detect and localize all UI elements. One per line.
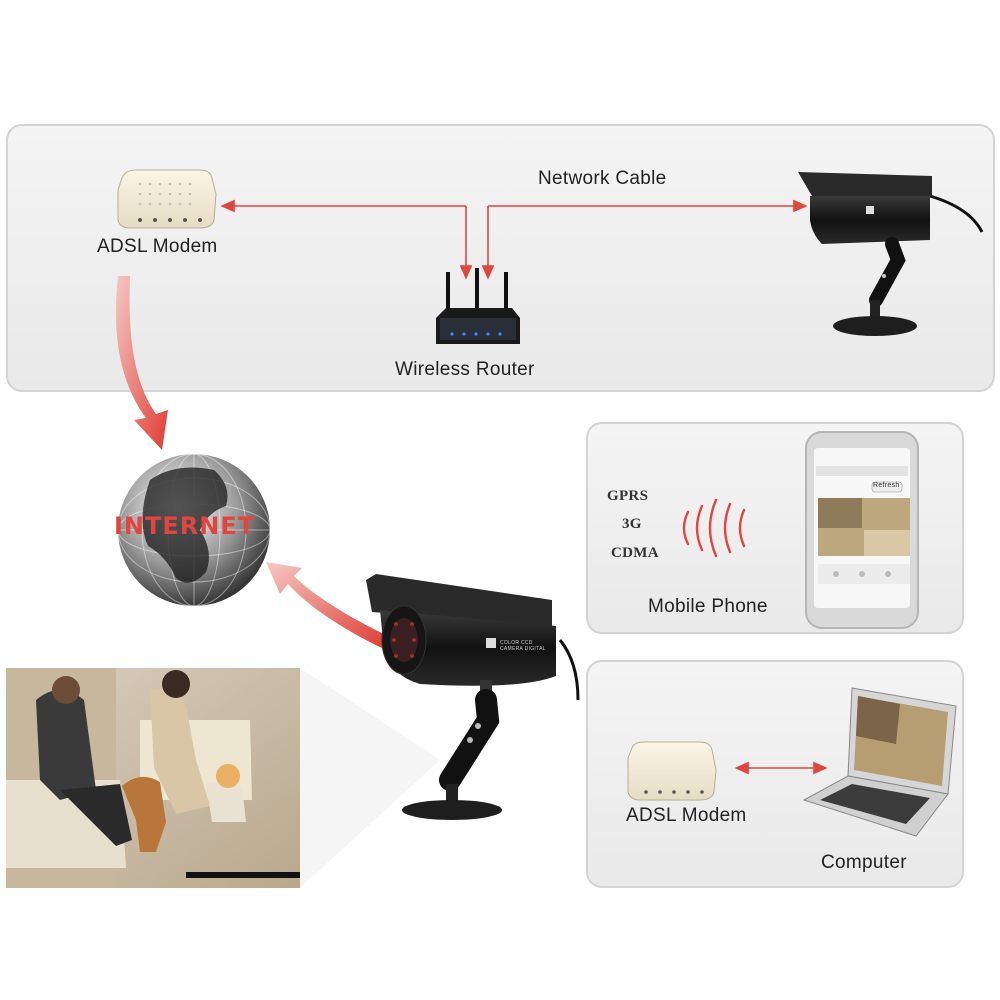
top-panel xyxy=(6,124,995,392)
camera-brand-text: COLOR CCD CAMERA DIGITAL xyxy=(500,640,546,652)
adsl-modem-icon-2 xyxy=(627,741,717,801)
camera-to-internet-arrow xyxy=(266,562,388,648)
network-cable-lines xyxy=(220,199,808,280)
living-room-photo xyxy=(6,668,300,888)
phone-refresh-button: Refresh xyxy=(873,482,900,489)
main-camera-icon xyxy=(366,574,580,820)
mobile-phone-label: Mobile Phone xyxy=(648,596,768,617)
wireless-router-icon xyxy=(436,268,520,344)
computer-label: Computer xyxy=(821,852,907,873)
adsl-modem-label-2: ADSL Modem xyxy=(626,805,747,826)
laptop-computer-icon xyxy=(802,687,957,837)
top-camera-icon xyxy=(798,172,984,336)
wireless-signal-icon xyxy=(682,498,746,558)
internet-globe-icon xyxy=(117,453,271,607)
adsl-modem-icon xyxy=(117,169,217,229)
network-cable-label: Network Cable xyxy=(538,168,667,189)
adsl-modem-label: ADSL Modem xyxy=(97,236,218,257)
network-cdma-label: CDMA xyxy=(611,545,659,561)
modem-to-internet-arrow xyxy=(115,276,168,450)
top-camera-mount xyxy=(833,237,917,336)
network-3g-label: 3G xyxy=(622,516,642,532)
mobile-phone-icon xyxy=(805,431,919,629)
internet-label: INTERNET xyxy=(114,512,256,540)
main-camera-mount xyxy=(402,680,502,820)
network-gprs-label: GPRS xyxy=(607,488,649,504)
camera-view-cone xyxy=(300,668,440,888)
wireless-router-label: Wireless Router xyxy=(395,359,535,380)
